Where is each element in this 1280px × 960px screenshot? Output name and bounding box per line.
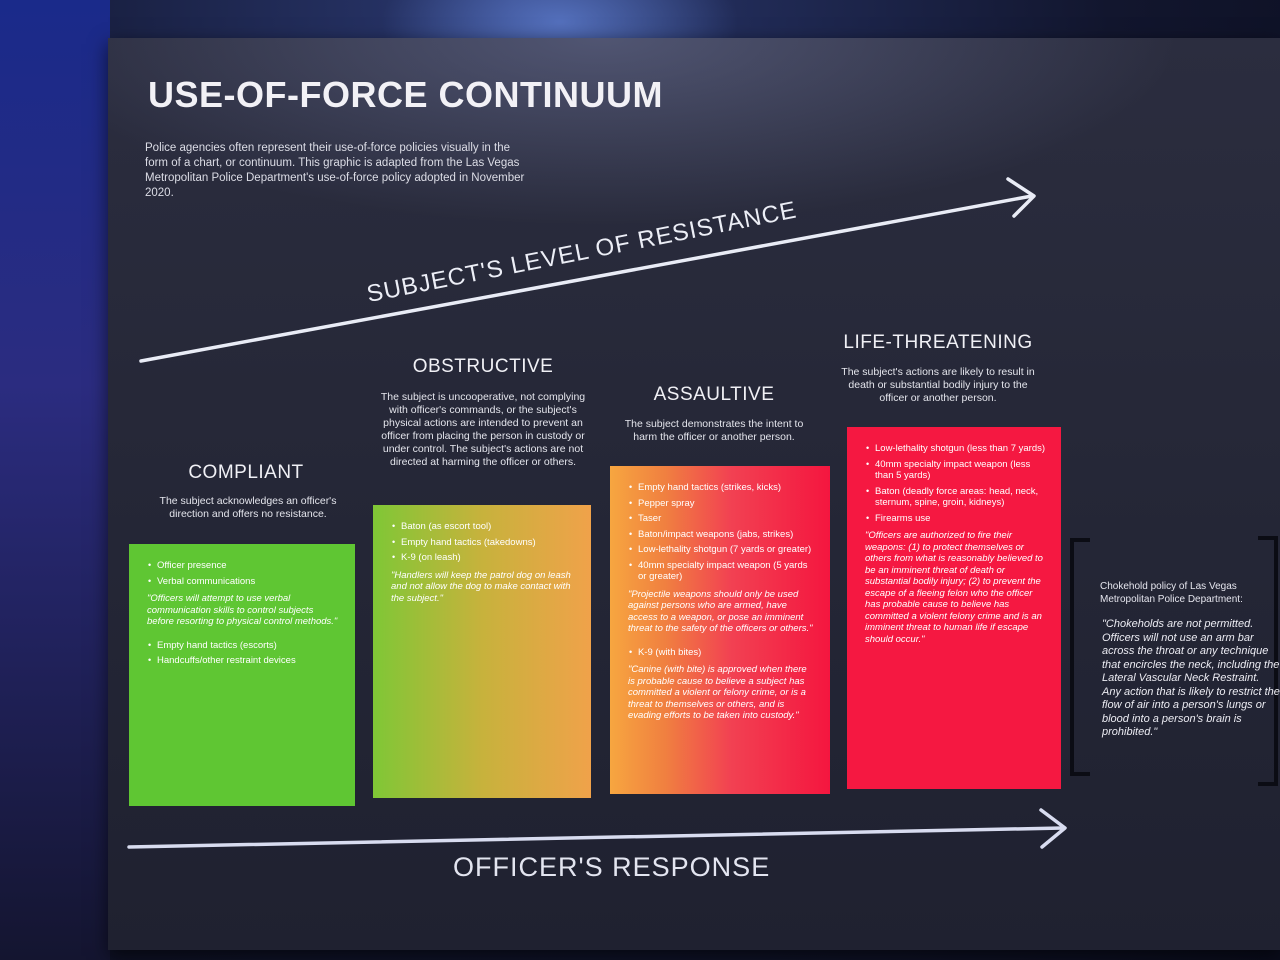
life-threatening-quote: "Officers are authorized to fire their w… — [865, 530, 1043, 645]
compliant-list-a: Officer presence Verbal communications — [147, 560, 341, 587]
compliant-quote: "Officers will attempt to use verbal com… — [147, 593, 338, 627]
list-item: Empty hand tactics (strikes, kicks) — [629, 482, 816, 494]
list-item: K-9 (with bites) — [629, 647, 816, 659]
list-item: Taser — [629, 513, 816, 525]
panel-assaultive: Empty hand tactics (strikes, kicks) Pepp… — [610, 466, 830, 794]
list-item: Empty hand tactics (takedowns) — [392, 537, 577, 549]
assaultive-quote-a: "Projectile weapons should only be used … — [628, 588, 813, 635]
wall-background-left — [0, 0, 110, 960]
heading-life-threatening: LIFE-THREATENING — [843, 332, 1033, 353]
compliant-list-b: Empty hand tactics (escorts) Handcuffs/o… — [147, 640, 341, 667]
bracket-right — [1258, 536, 1278, 786]
list-item: Baton/impact weapons (jabs, strikes) — [629, 529, 816, 541]
heading-obstructive: OBSTRUCTIVE — [412, 356, 554, 377]
heading-assaultive: ASSAULTIVE — [653, 384, 775, 405]
exhibit-board: USE-OF-FORCE CONTINUUM Police agencies o… — [108, 38, 1280, 950]
desc-assaultive: The subject demonstrates the intent to h… — [624, 418, 804, 443]
list-item: Pepper spray — [629, 498, 816, 510]
list-item: Officer presence — [148, 560, 341, 572]
obstructive-quote: "Handlers will keep the patrol dog on le… — [391, 569, 571, 604]
chokehold-heading: Chokehold policy of Las Vegas Metropolit… — [1100, 581, 1243, 605]
chokehold-quote: "Chokeholds are not permitted. Officers … — [1102, 618, 1280, 738]
list-item: 40mm specialty impact weapon (less than … — [866, 459, 1047, 482]
list-item: K-9 (on leash) — [392, 552, 577, 564]
bracket-left — [1070, 538, 1090, 776]
resistance-arrow — [139, 177, 1036, 363]
list-item: Empty hand tactics (escorts) — [148, 640, 341, 652]
desc-life-threatening: The subject's actions are likely to resu… — [841, 366, 1035, 404]
assaultive-list-b: K-9 (with bites) — [628, 647, 816, 659]
list-item: Handcuffs/other restraint devices — [148, 655, 341, 667]
list-item: Low-lethality shotgun (7 yards or greate… — [629, 544, 816, 556]
panel-life-threatening: Low-lethality shotgun (less than 7 yards… — [847, 427, 1061, 789]
list-item: Firearms use — [866, 513, 1047, 525]
list-item: Verbal communications — [148, 576, 341, 588]
list-item: Low-lethality shotgun (less than 7 yards… — [866, 443, 1047, 455]
response-axis-label: OFFICER'S RESPONSE — [453, 852, 771, 882]
heading-compliant: COMPLIANT — [188, 462, 304, 483]
desc-obstructive: The subject is uncooperative, not comply… — [380, 391, 586, 468]
list-item: Baton (as escort tool) — [392, 521, 577, 533]
page-title: USE-OF-FORCE CONTINUUM — [148, 74, 663, 115]
obstructive-list: Baton (as escort tool) Empty hand tactic… — [391, 521, 577, 564]
arrows-layer — [127, 177, 1067, 849]
assaultive-list-a: Empty hand tactics (strikes, kicks) Pepp… — [628, 482, 816, 583]
intro-text: Police agencies often represent their us… — [145, 142, 525, 199]
desc-compliant: The subject acknowledges an officer's di… — [159, 495, 337, 520]
list-item: Baton (deadly force areas: head, neck, s… — [866, 486, 1047, 509]
response-arrow — [127, 808, 1067, 849]
list-item: 40mm specialty impact weapon (5 yards or… — [629, 560, 816, 583]
life-threatening-list: Low-lethality shotgun (less than 7 yards… — [865, 443, 1047, 524]
assaultive-quote-b: "Canine (with bite) is approved when the… — [628, 664, 807, 721]
panel-compliant: Officer presence Verbal communications "… — [129, 544, 355, 806]
panel-obstructive: Baton (as escort tool) Empty hand tactic… — [373, 505, 591, 798]
